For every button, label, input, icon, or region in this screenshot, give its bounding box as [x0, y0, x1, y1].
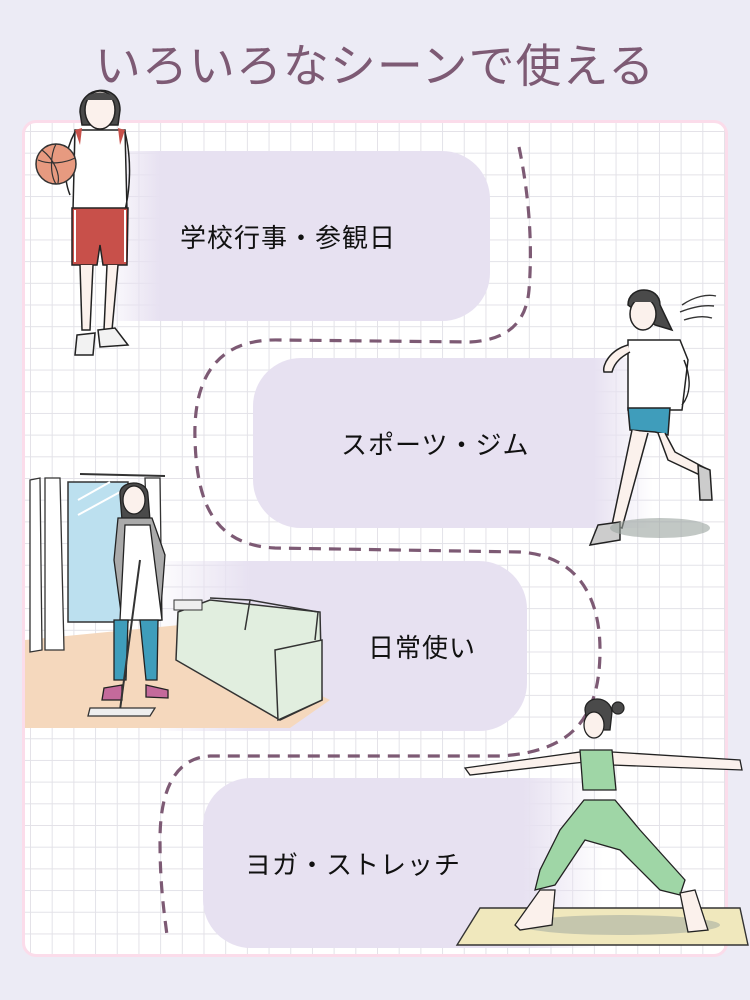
scene-label-daily: 日常使い: [368, 633, 477, 664]
scene-pill-yoga: ヨガ・ストレッチ: [203, 778, 603, 948]
scene-pill-sports: スポーツ・ジム: [253, 358, 653, 528]
scene-pill-school: 学校行事・参観日: [100, 151, 490, 321]
scene-label-yoga: ヨガ・ストレッチ: [245, 850, 462, 881]
scene-pill-daily: 日常使い: [150, 561, 527, 731]
page-title: いろいろなシーンで使える: [94, 39, 656, 93]
scene-label-sports: スポーツ・ジム: [341, 430, 530, 461]
scene-label-school: 学校行事・参観日: [180, 223, 397, 254]
